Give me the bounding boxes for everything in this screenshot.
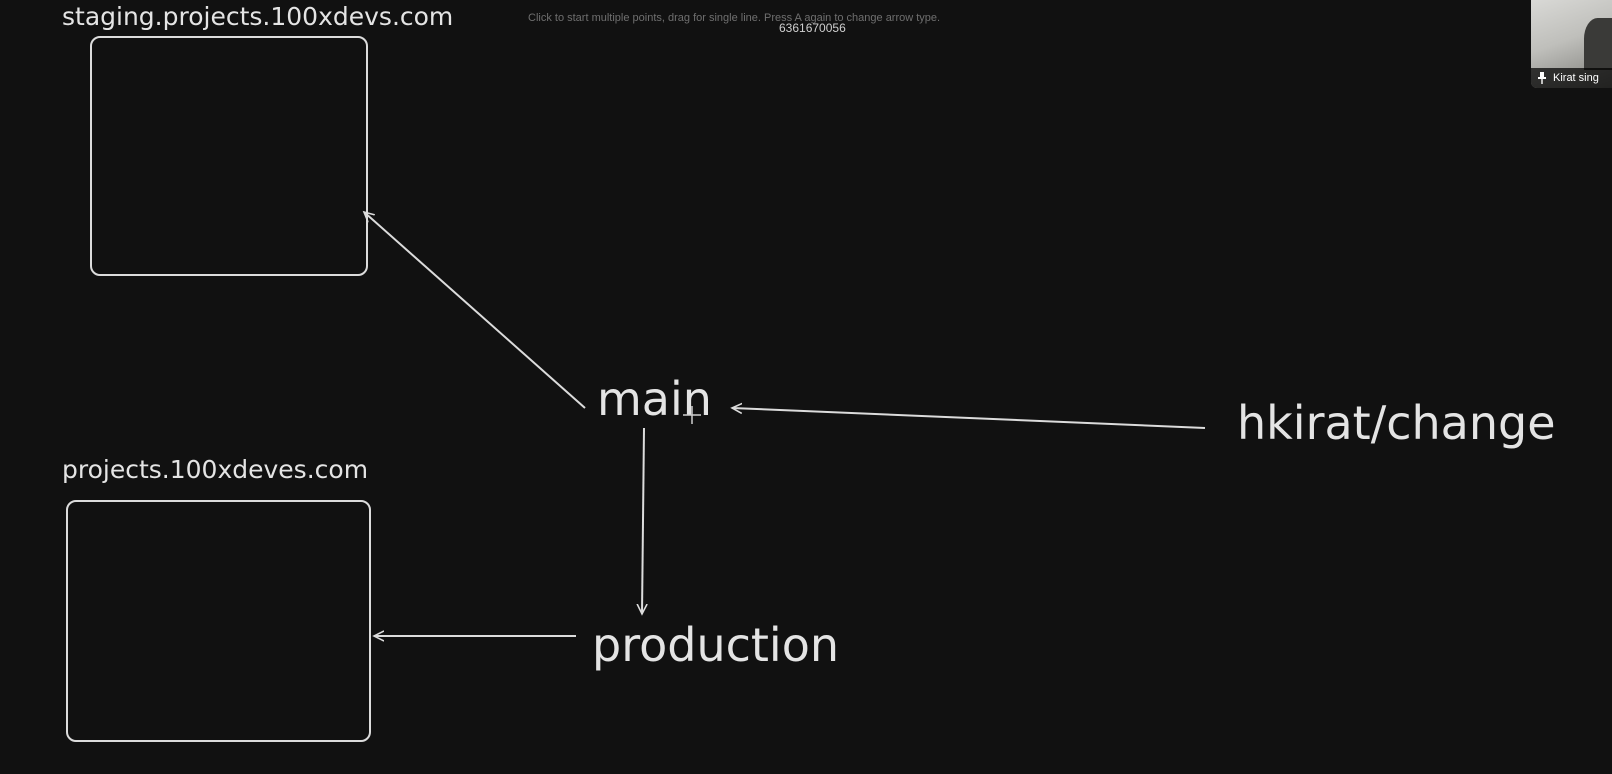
staging-domain-label[interactable]: staging.projects.100xdevs.com <box>62 2 454 31</box>
arrow-main-to-staging[interactable] <box>364 212 586 409</box>
arrow-main-to-production[interactable] <box>642 427 644 614</box>
production-box[interactable] <box>66 500 371 742</box>
main-branch-label[interactable]: main <box>597 372 712 426</box>
staging-box[interactable] <box>90 36 368 276</box>
production-branch-label[interactable]: production <box>592 618 840 672</box>
participant-name: Kirat sing <box>1531 68 1612 88</box>
arrow-feature-to-main[interactable] <box>732 408 1206 429</box>
pin-icon[interactable] <box>1537 72 1547 84</box>
participant-video-feed <box>1584 18 1612 70</box>
watermark-id: 6361670056 <box>779 21 846 35</box>
participant-video-tile[interactable]: Kirat sing <box>1531 0 1612 88</box>
production-domain-label[interactable]: projects.100xdeves.com <box>62 455 369 484</box>
cursor-crosshair-icon <box>683 406 701 424</box>
tool-hint-text: Click to start multiple points, drag for… <box>528 12 941 24</box>
feature-branch-label[interactable]: hkirat/change <box>1237 396 1556 450</box>
